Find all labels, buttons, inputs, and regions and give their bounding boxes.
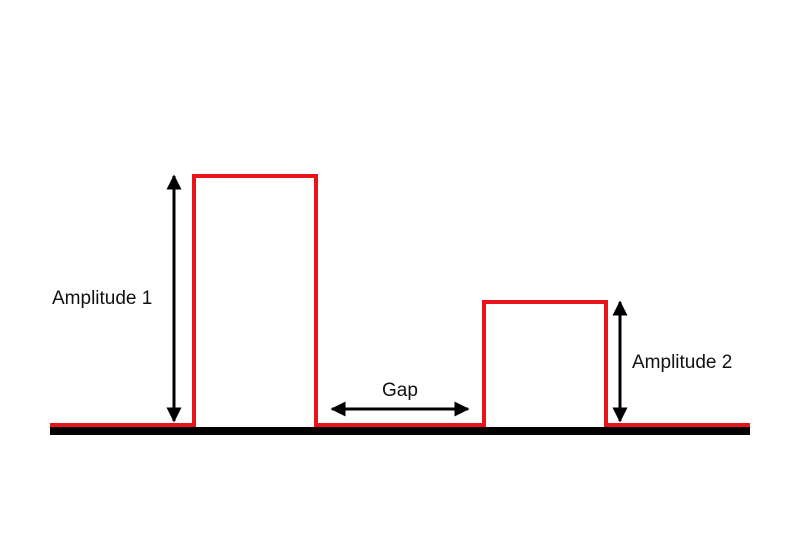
amplitude-2-label: Amplitude 2 [632,352,732,373]
amplitude-1-label: Amplitude 1 [52,288,152,309]
gap-label: Gap [382,380,418,401]
pulse-waveform [50,174,750,427]
